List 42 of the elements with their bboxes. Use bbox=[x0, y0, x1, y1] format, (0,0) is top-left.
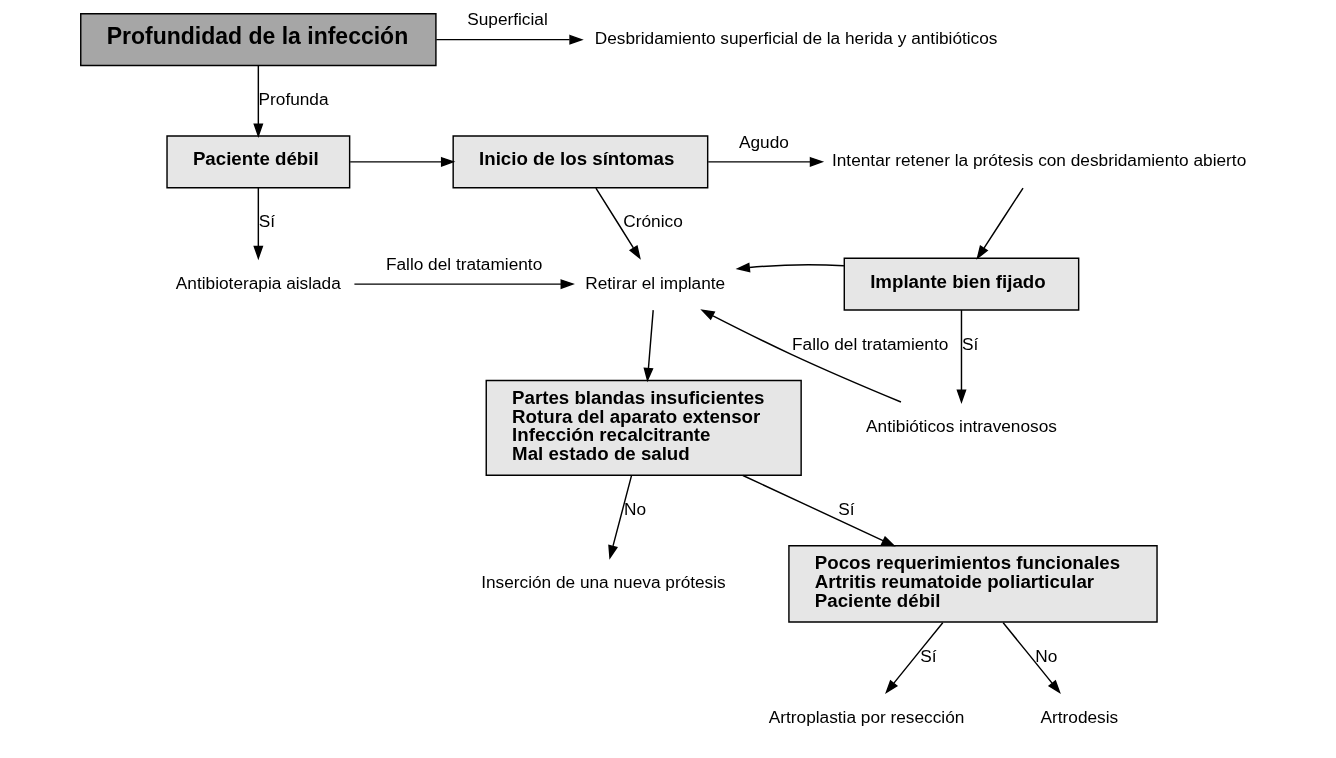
edge-label: Sí bbox=[919, 645, 937, 666]
edge-label: No bbox=[623, 499, 646, 520]
node-text: Artrodesis bbox=[1040, 706, 1118, 727]
node-text: Antibioterapia aislada bbox=[175, 272, 341, 293]
arrow bbox=[252, 187, 263, 261]
edge-label: Fallo del tratamiento bbox=[385, 253, 542, 274]
node-text: Inserción de una nueva prótesis bbox=[480, 572, 726, 593]
edge-label: Sí bbox=[837, 499, 855, 520]
arrow bbox=[435, 34, 584, 45]
node-text: Artroplastia por resección bbox=[768, 706, 964, 727]
node-text: Retirar el implante bbox=[584, 272, 725, 293]
edge-label: Sí bbox=[961, 333, 978, 354]
edge-label: Superficial bbox=[466, 9, 548, 30]
arrow bbox=[707, 156, 824, 167]
arrow bbox=[607, 474, 632, 560]
arrow bbox=[884, 622, 943, 695]
edge-label: Sí bbox=[258, 211, 275, 232]
edge-label: Profunda bbox=[258, 89, 329, 110]
arrow bbox=[594, 187, 641, 260]
arrow bbox=[735, 262, 845, 273]
node-text: Desbridamiento superficial de la herida y antibióticos bbox=[594, 28, 997, 49]
arrow bbox=[699, 309, 902, 403]
node-text: Antibióticos intravenosos bbox=[865, 416, 1057, 437]
arrow bbox=[955, 309, 966, 404]
arrow bbox=[252, 65, 263, 138]
arrow bbox=[975, 187, 1024, 260]
edge-label: Crónico bbox=[622, 211, 683, 232]
edge-label: Fallo del tratamiento bbox=[791, 333, 948, 354]
node-box: Pocos requerimientos funcionales Artritis reumatoide poliarticular Paciente débil bbox=[787, 545, 1158, 623]
arrow bbox=[642, 309, 654, 383]
arrow bbox=[1001, 622, 1061, 695]
arrow bbox=[353, 279, 575, 290]
node-box: Implante bien fijado bbox=[843, 257, 1079, 311]
node-box: Profundidad de la infección bbox=[79, 13, 437, 67]
node-box: Inicio de los síntomas bbox=[451, 135, 708, 189]
node-box: Partes blandas insuficientes Rotura del aparato extensor Infección recalcitrante Mal estado de salud bbox=[485, 379, 802, 477]
node-text: Intentar retener la prótesis con desbridamiento abierto bbox=[831, 150, 1246, 171]
arrow bbox=[741, 474, 896, 547]
arrow bbox=[348, 156, 455, 167]
node-box: Paciente débil bbox=[165, 135, 350, 189]
edge-label: Agudo bbox=[738, 131, 789, 152]
edge-label: No bbox=[1034, 645, 1057, 666]
